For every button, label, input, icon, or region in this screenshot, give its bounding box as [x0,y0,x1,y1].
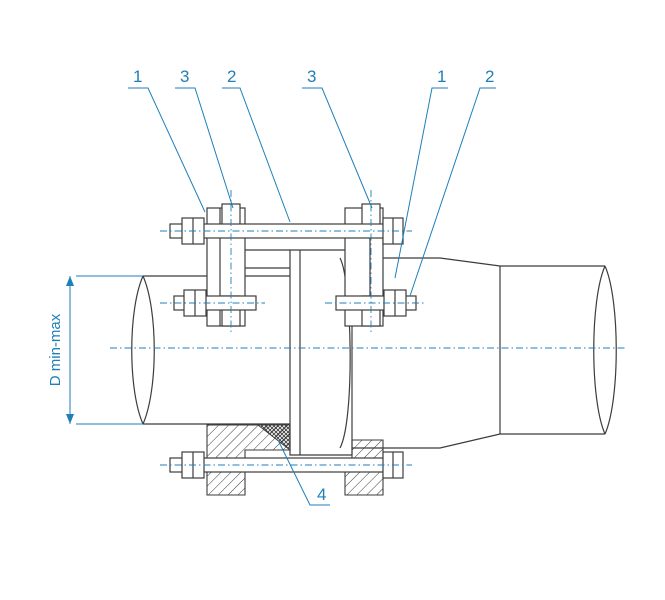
callout-2-left: 2 [227,67,236,86]
callout-1-right: 1 [437,67,446,86]
right-pipe [352,257,617,449]
callout-labels: 1 3 2 3 1 2 4 [133,67,494,504]
dimension-label: D min-max [47,313,64,386]
gasket [256,424,291,452]
dimension-d: D min-max [47,275,143,425]
callout-2-right: 2 [485,67,494,86]
callout-3-left: 3 [180,67,189,86]
callout-leaders [128,87,496,506]
callout-1-left: 1 [133,67,142,86]
callout-3-right: 3 [307,67,316,86]
callout-4: 4 [317,485,326,504]
centerlines [110,190,625,466]
